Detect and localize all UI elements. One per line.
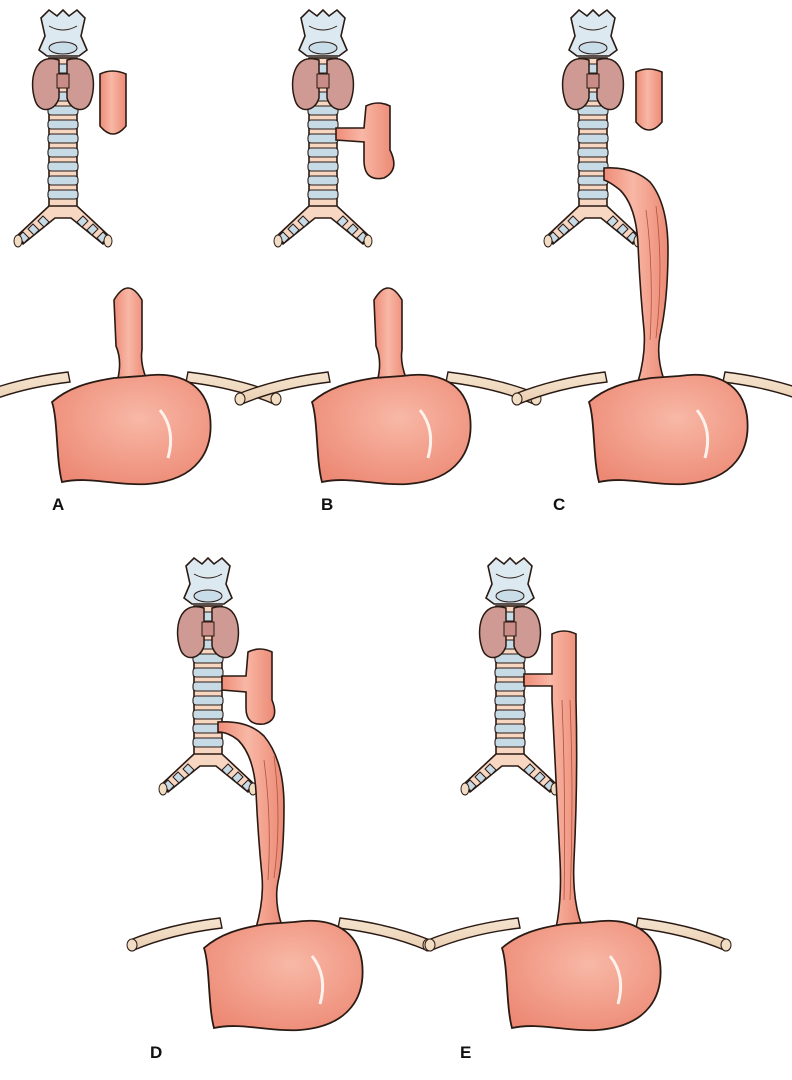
upper-pouch-fistula-b xyxy=(336,103,394,179)
stomach-e xyxy=(502,921,661,1031)
stomach-b xyxy=(312,375,471,485)
trachea-airway-a xyxy=(14,10,112,247)
panel-b: B xyxy=(235,10,541,514)
upper-esophageal-pouch-a xyxy=(100,71,126,134)
lower-esophagus-a xyxy=(114,288,146,378)
trachea-airway-c xyxy=(544,10,642,247)
upper-pouch-fistula-d xyxy=(222,649,275,724)
panel-a: A xyxy=(0,10,281,514)
panel-label-d: D xyxy=(150,1043,162,1062)
panel-label-c: C xyxy=(553,495,565,514)
stomach-c xyxy=(589,375,748,485)
panel-label-a: A xyxy=(52,495,64,514)
panel-label-b: B xyxy=(321,495,333,514)
distal-fistula-esophagus-d xyxy=(218,722,284,928)
lower-esophagus-b xyxy=(374,288,406,378)
upper-esophageal-pouch-c xyxy=(636,69,662,130)
panel-d: D xyxy=(127,558,433,1062)
distal-fistula-esophagus-c xyxy=(604,168,668,382)
panel-c: C xyxy=(512,10,792,514)
panel-e: E xyxy=(425,558,731,1062)
panel-label-e: E xyxy=(460,1043,471,1062)
stomach-d xyxy=(204,921,363,1031)
stomach-a xyxy=(52,375,211,485)
h-type-fistula-esophagus-e xyxy=(524,631,582,928)
